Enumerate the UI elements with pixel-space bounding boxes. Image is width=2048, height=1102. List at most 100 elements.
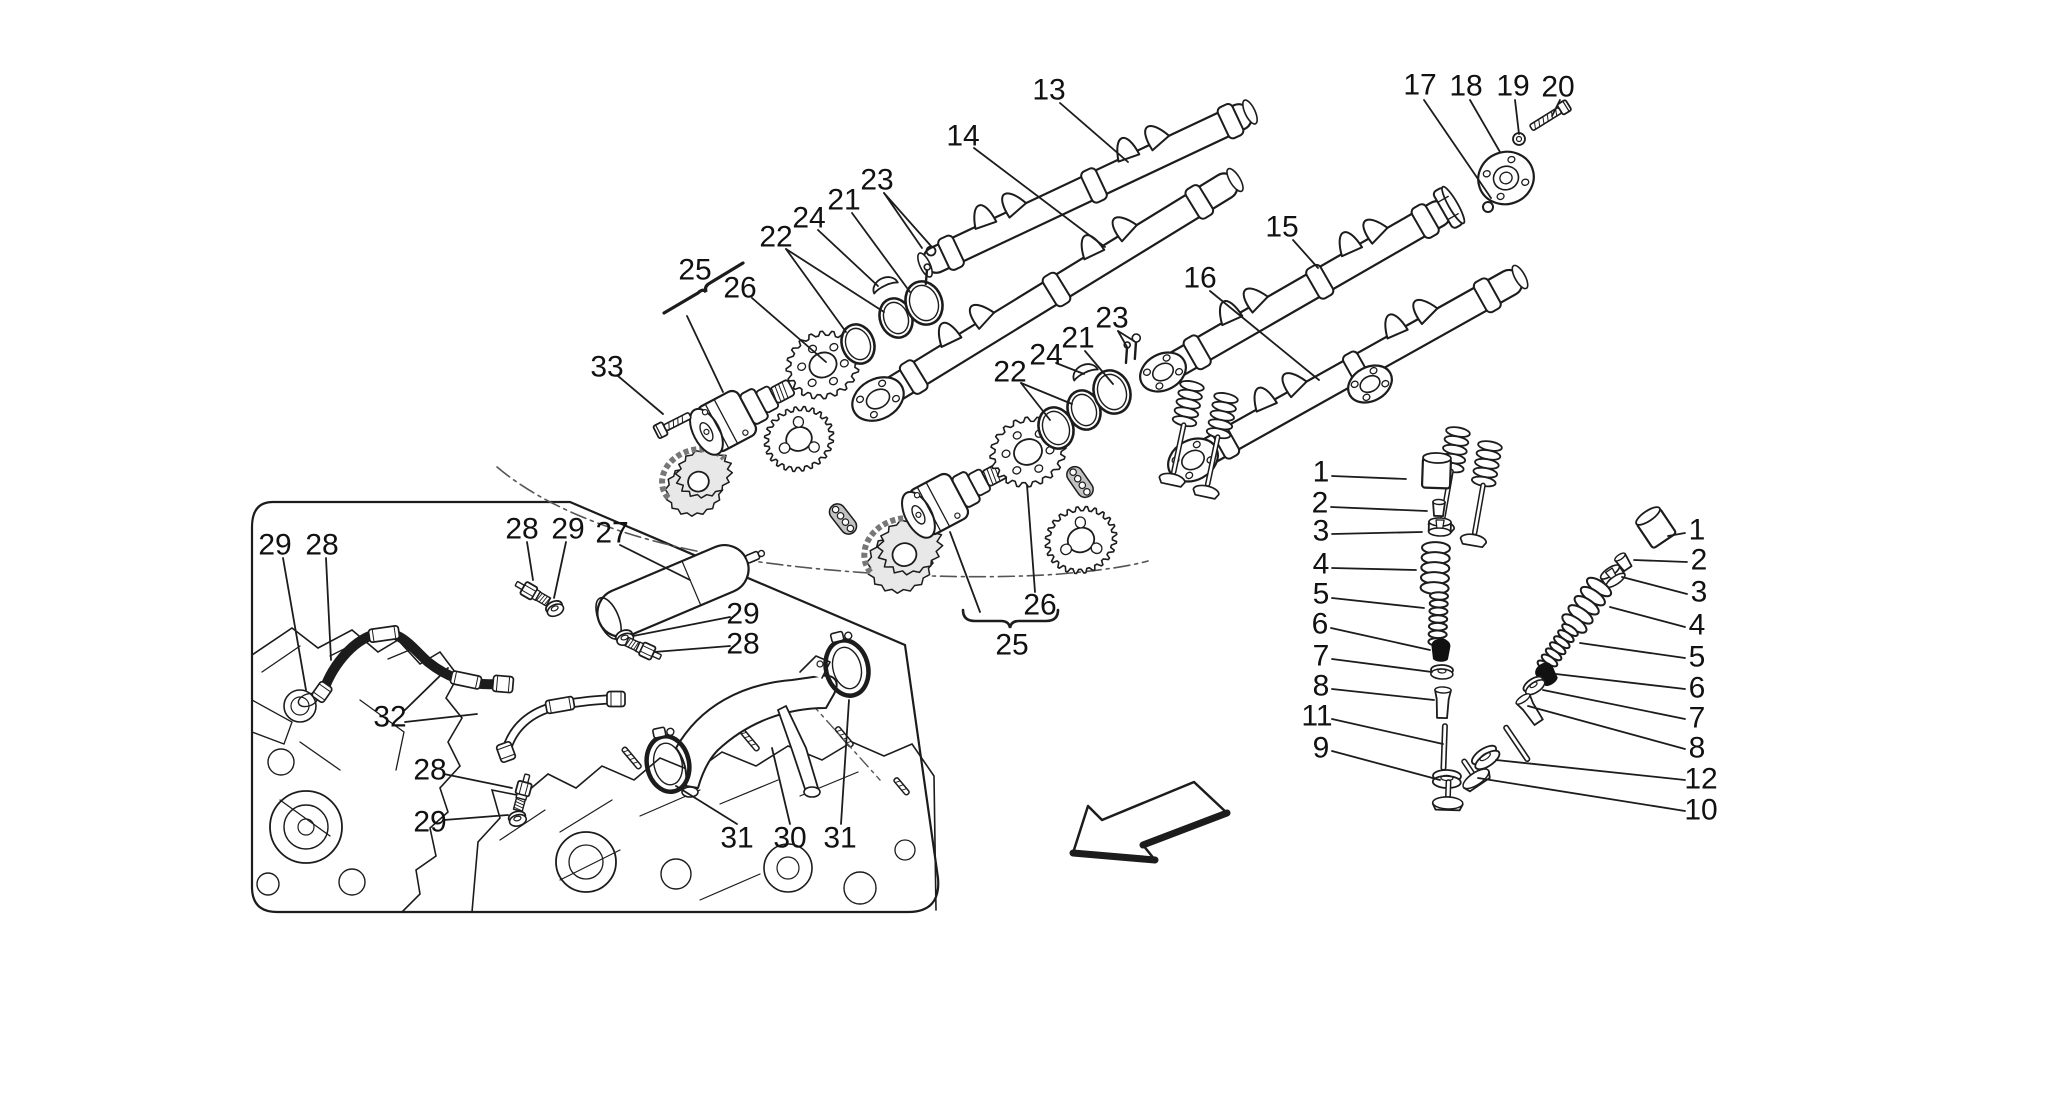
leader-line-gear-26a bbox=[751, 297, 827, 363]
variator-25b bbox=[901, 462, 1008, 539]
leader-line-vs-right-6 bbox=[1555, 673, 1686, 690]
leader-line-box-27 bbox=[619, 544, 691, 581]
installed-valve bbox=[1192, 392, 1239, 500]
leader-line-box-31a bbox=[675, 785, 738, 825]
callout-vs-right-4: 4 bbox=[1689, 609, 1706, 642]
casting-left-bore bbox=[283, 689, 317, 723]
callout-vs-left-2: 2 bbox=[1312, 487, 1329, 520]
callout-box-29a: 29 bbox=[258, 529, 291, 562]
callout-cam-16: 16 bbox=[1183, 262, 1216, 295]
tappet-1r bbox=[1635, 506, 1677, 549]
camshaft-16 bbox=[1184, 264, 1529, 473]
callout-vs-right-8: 8 bbox=[1689, 732, 1706, 765]
leader-line-vs-left-7 bbox=[1331, 658, 1433, 673]
callout-rings-22a: 22 bbox=[759, 221, 792, 254]
underbrace-25b bbox=[961, 608, 1060, 629]
cone-2 bbox=[1432, 498, 1446, 518]
leader-line-phaser-18 bbox=[1469, 99, 1501, 153]
callout-vs-right-5: 5 bbox=[1689, 641, 1706, 674]
casting-right-seal bbox=[776, 856, 800, 880]
casting-left-seal bbox=[283, 804, 329, 850]
leader-line-vs-right-10 bbox=[1477, 777, 1686, 812]
casting-right-seal bbox=[763, 843, 813, 893]
oil-reservoir-27 bbox=[595, 544, 766, 640]
leader-line-vs-left-4 bbox=[1331, 567, 1417, 571]
bolt-33 bbox=[652, 412, 692, 439]
callout-box-29m: 29 bbox=[726, 598, 759, 631]
callout-cam-15: 15 bbox=[1265, 211, 1298, 244]
leader-line-vs-right-8 bbox=[1527, 705, 1686, 750]
callout-cam-13: 13 bbox=[1032, 74, 1065, 107]
gear-b2 bbox=[1044, 505, 1118, 575]
seal-ring-22a bbox=[840, 323, 876, 365]
leader-line-rings-22b bbox=[1020, 382, 1051, 421]
camshaft-16-mid-flange bbox=[1347, 364, 1393, 404]
sensor-28-top bbox=[514, 581, 552, 607]
callout-box-31b: 31 bbox=[823, 822, 856, 855]
callout-box-30: 30 bbox=[773, 822, 806, 855]
callout-vs-left-4: 4 bbox=[1313, 548, 1330, 581]
callout-key-24b: 24 bbox=[1029, 339, 1062, 372]
chain-sprocket-a bbox=[659, 446, 734, 517]
leader-line-box-31b bbox=[840, 699, 850, 825]
callout-box-28t: 28 bbox=[505, 513, 538, 546]
washer-29-top bbox=[545, 599, 565, 618]
leader-line-group-25a bbox=[686, 315, 724, 393]
tappet-1 bbox=[1420, 452, 1452, 490]
leader-line-key-24a bbox=[817, 229, 879, 287]
cone-2r bbox=[1614, 552, 1633, 573]
callout-vs-right-6: 6 bbox=[1689, 672, 1706, 705]
leader-line-vs-right-12 bbox=[1495, 759, 1686, 781]
callout-vs-right-1: 1 bbox=[1689, 514, 1706, 547]
inset-box bbox=[250, 500, 940, 914]
pin-23a bbox=[923, 263, 932, 286]
stud bbox=[621, 746, 642, 770]
leader-line-gear-26b bbox=[1026, 484, 1036, 593]
bolt-20 bbox=[1529, 99, 1572, 131]
callout-box-29b: 29 bbox=[413, 806, 446, 839]
leader-line-box-29b bbox=[443, 814, 509, 821]
stem-12r bbox=[1503, 724, 1531, 763]
leader-line-vs-left-11 bbox=[1331, 718, 1444, 745]
casting-left-outline bbox=[251, 627, 463, 913]
leader-line-rings-22a bbox=[785, 248, 885, 313]
callout-vs-right-2: 2 bbox=[1691, 544, 1708, 577]
hose-end-nut bbox=[606, 690, 626, 708]
camshaft-15 bbox=[1154, 185, 1466, 385]
casting-left-hole bbox=[338, 868, 366, 896]
leader-line-box-32 bbox=[404, 667, 449, 711]
installed-valve bbox=[1158, 380, 1205, 488]
leader-line-bolt-20 bbox=[1551, 99, 1561, 117]
inner-spring-5 bbox=[1427, 591, 1449, 647]
direction-arrow-thick-edge bbox=[1069, 849, 1159, 864]
callout-group-25a: 25 bbox=[678, 254, 711, 287]
leader-line-box-28t bbox=[526, 541, 534, 581]
casting-left-bore bbox=[267, 748, 295, 776]
clamp-31-right bbox=[823, 630, 871, 698]
casting-left-seal bbox=[297, 818, 315, 836]
camshaft-15-flange bbox=[1139, 351, 1187, 393]
bracket-line-25a bbox=[662, 261, 745, 315]
casting-right-hole bbox=[843, 871, 877, 905]
leader-line-box-30 bbox=[771, 747, 791, 825]
seal-ring-21b bbox=[1092, 369, 1132, 415]
callout-vs-right-12: 12 bbox=[1684, 763, 1717, 796]
leader-line-ring-21b bbox=[1084, 350, 1114, 385]
callout-box-31a: 31 bbox=[720, 822, 753, 855]
casting-right-outline bbox=[471, 741, 937, 913]
callout-box-32: 32 bbox=[373, 701, 406, 734]
callout-pins-23a: 23 bbox=[860, 164, 893, 197]
valve-head bbox=[1431, 779, 1464, 812]
callout-group-25b: 25 bbox=[995, 629, 1028, 662]
leader-line-vs-right-1 bbox=[1667, 532, 1686, 537]
installed-valve bbox=[1459, 440, 1503, 549]
leader-lines-layer bbox=[282, 99, 1688, 825]
leader-line-pins-23b bbox=[1117, 330, 1128, 348]
leader-line-ring-21a bbox=[851, 212, 911, 293]
chain-strip-b bbox=[1066, 465, 1094, 499]
callout-vs-left-6: 6 bbox=[1312, 608, 1329, 641]
casting-right-bore bbox=[555, 831, 617, 893]
callout-box-28m: 28 bbox=[726, 628, 759, 661]
